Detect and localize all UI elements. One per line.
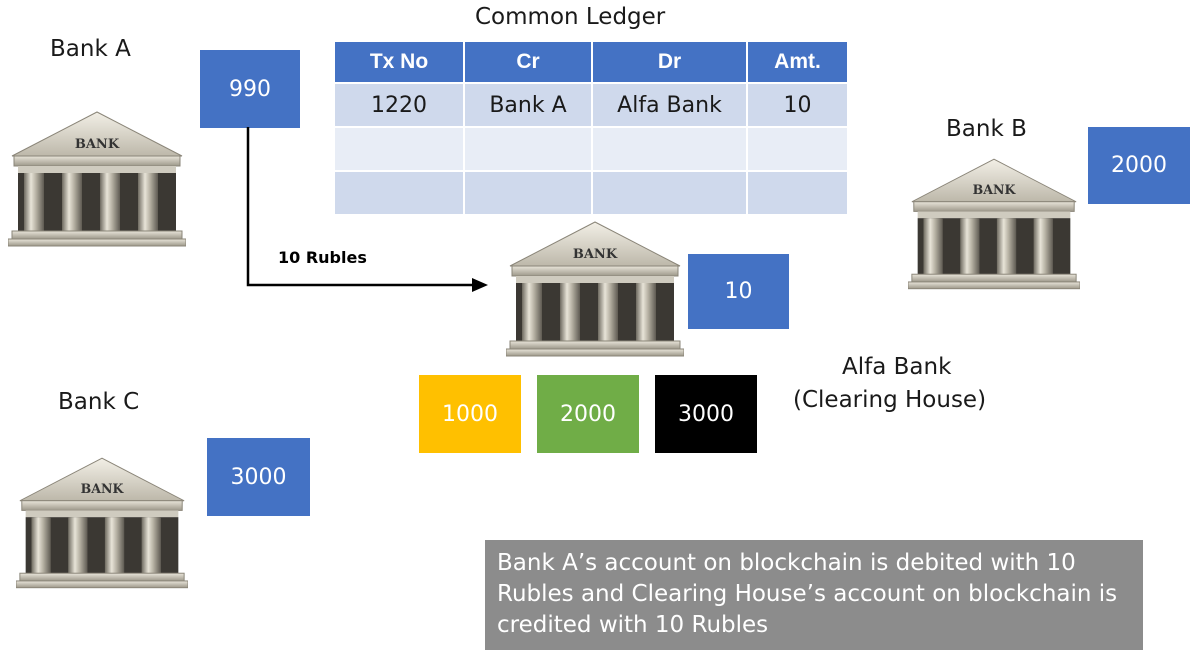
ledger-header-dr: Dr [591, 40, 748, 84]
ledger-cell: 1220 [333, 82, 465, 128]
bank-a-icon: BANK [8, 111, 186, 247]
ledger-header-amt: Amt. [746, 40, 849, 84]
ledger-cell [463, 170, 593, 216]
ledger-cell: Bank A [463, 82, 593, 128]
ledger-cell [591, 126, 748, 172]
bank-b-label: Bank B [946, 116, 1027, 142]
ledger-header-tx-no: Tx No [333, 40, 465, 84]
alfa-bank-label: Alfa Bank [842, 354, 952, 380]
common-ledger-table: Tx No Cr Dr Amt. 1220 Bank A Alfa Bank 1… [333, 40, 849, 216]
svg-text:BANK: BANK [973, 182, 1017, 197]
svg-text:BANK: BANK [75, 137, 120, 152]
alfa-bank-icon: BANK [506, 221, 684, 357]
alfa-bank-sublabel: (Clearing House) [793, 387, 987, 413]
alfa-sub-balance-green: 2000 [537, 375, 639, 453]
ledger-cell [746, 170, 849, 216]
ledger-cell [746, 126, 849, 172]
bank-b-balance: 2000 [1088, 127, 1190, 204]
explanation-note: Bank A’s account on blockchain is debite… [485, 540, 1143, 650]
ledger-cell: 10 [746, 82, 849, 128]
ledger-cell [333, 126, 465, 172]
table-row [333, 126, 849, 172]
svg-text:BANK: BANK [573, 247, 618, 262]
transfer-arrow [246, 127, 488, 292]
ledger-cell [591, 170, 748, 216]
svg-text:BANK: BANK [81, 481, 125, 496]
alfa-sub-balance-black: 3000 [655, 375, 757, 453]
transfer-label: 10 Rubles [278, 248, 367, 267]
alfa-bank-balance: 10 [688, 254, 789, 329]
bank-c-balance: 3000 [207, 438, 310, 516]
alfa-sub-balance-yellow: 1000 [419, 375, 521, 453]
table-row [333, 170, 849, 216]
table-row: 1220 Bank A Alfa Bank 10 [333, 82, 849, 128]
ledger-title: Common Ledger [475, 4, 666, 30]
bank-b-icon: BANK [908, 158, 1080, 290]
ledger-cell: Alfa Bank [591, 82, 748, 128]
bank-c-label: Bank C [58, 389, 140, 415]
bank-c-icon: BANK [16, 457, 188, 589]
bank-a-label: Bank A [50, 36, 131, 62]
ledger-header-cr: Cr [463, 40, 593, 84]
ledger-cell [463, 126, 593, 172]
ledger-cell [333, 170, 465, 216]
bank-a-balance: 990 [200, 50, 300, 128]
